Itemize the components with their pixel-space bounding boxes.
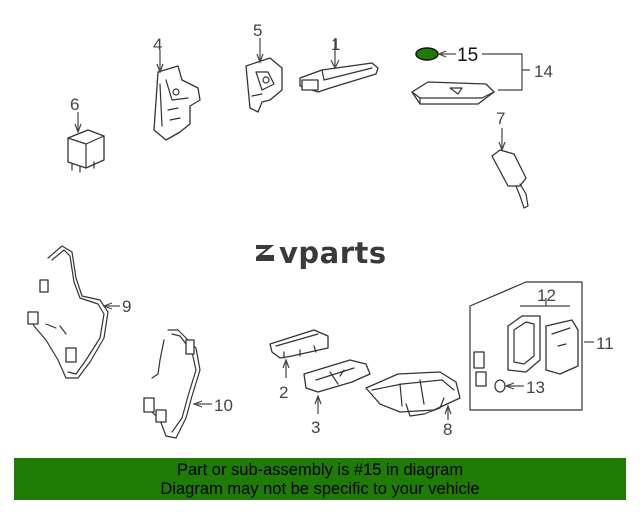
part-2-bracket (269, 329, 329, 378)
watermark-text: vparts (279, 236, 387, 270)
callout-2: 2 (279, 383, 288, 402)
parts-diagram: 1 4 5 6 15 14 (27, 21, 614, 439)
callout-5: 5 (253, 21, 262, 40)
watermark-logo: vparts (254, 236, 387, 270)
part-13-oring (473, 351, 524, 393)
part-7-key (491, 128, 529, 209)
info-banner: Part or sub-assembly is #15 in diagram D… (14, 458, 626, 500)
callout-7: 7 (496, 109, 505, 128)
part-5-bracket (245, 38, 283, 113)
callout-4: 4 (153, 35, 162, 54)
part-4-bracket (153, 50, 201, 141)
callout-6: 6 (70, 95, 79, 114)
part-15-battery (415, 47, 456, 61)
callout-14: 14 (534, 62, 553, 81)
callout-9: 9 (122, 297, 131, 316)
part-9-harness (27, 245, 120, 379)
callout-13: 13 (526, 378, 545, 397)
callout-1: 1 (331, 35, 340, 54)
callout-15: 15 (457, 45, 478, 66)
part-3-cover (303, 359, 371, 414)
part-6-relay (67, 112, 105, 173)
part-8-housing (365, 371, 461, 420)
callout-10: 10 (214, 396, 233, 415)
part-1-antenna (299, 38, 379, 93)
part-12-case (507, 298, 579, 375)
callout-12: 12 (537, 286, 556, 305)
callout-3: 3 (311, 418, 320, 437)
banner-line-2: Diagram may not be specific to your vehi… (160, 480, 480, 498)
banner-line-1: Part or sub-assembly is #15 in diagram (176, 461, 464, 479)
callout-11: 11 (596, 334, 614, 353)
callout-8: 8 (443, 420, 452, 439)
logo-mark-icon (256, 245, 274, 261)
part-11-group (469, 281, 594, 411)
part-10-harness (143, 329, 212, 439)
part-14-key-fob (411, 53, 530, 105)
